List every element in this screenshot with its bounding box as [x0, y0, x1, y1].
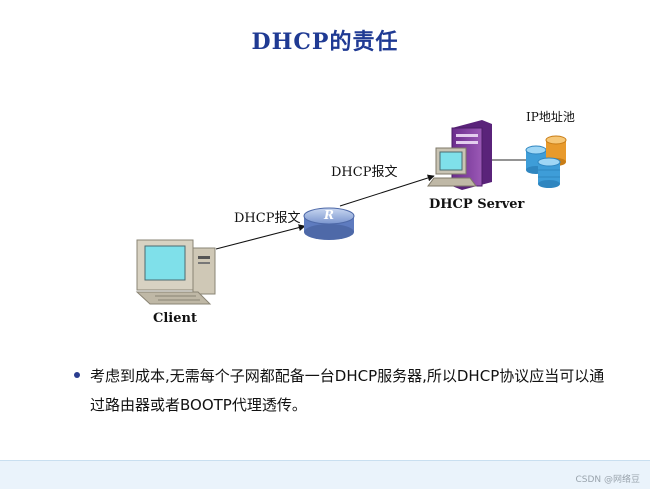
client-computer-icon: [135, 239, 216, 305]
dhcp-message-label-top: DHCP报文: [331, 165, 398, 180]
client-label: Client: [153, 311, 197, 326]
bullet-text: 考虑到成本,无需每个子网都配备一台DHCP服务器,所以DHCP协议应当可以通过路…: [90, 367, 605, 414]
footer-band: [0, 460, 650, 489]
ip-pool-label: IP地址池: [526, 110, 575, 124]
bullet-dot-icon: [74, 372, 80, 378]
arrow-router-to-server: [339, 174, 435, 207]
dhcp-server-label: DHCP Server: [429, 197, 525, 212]
arrow-client-to-router: [215, 224, 306, 250]
server-monitor-icon: [427, 147, 477, 187]
watermark: CSDN @网络豆: [575, 475, 640, 485]
router-mark: R: [324, 208, 334, 222]
ip-pool-database-icon: [525, 135, 567, 188]
dhcp-message-label-left: DHCP报文: [234, 211, 301, 226]
slide-title: DHCP的责任: [251, 29, 399, 55]
bullet-point: 考虑到成本,无需每个子网都配备一台DHCP服务器,所以DHCP协议应当可以通过路…: [74, 362, 614, 420]
router-icon: [303, 207, 355, 240]
